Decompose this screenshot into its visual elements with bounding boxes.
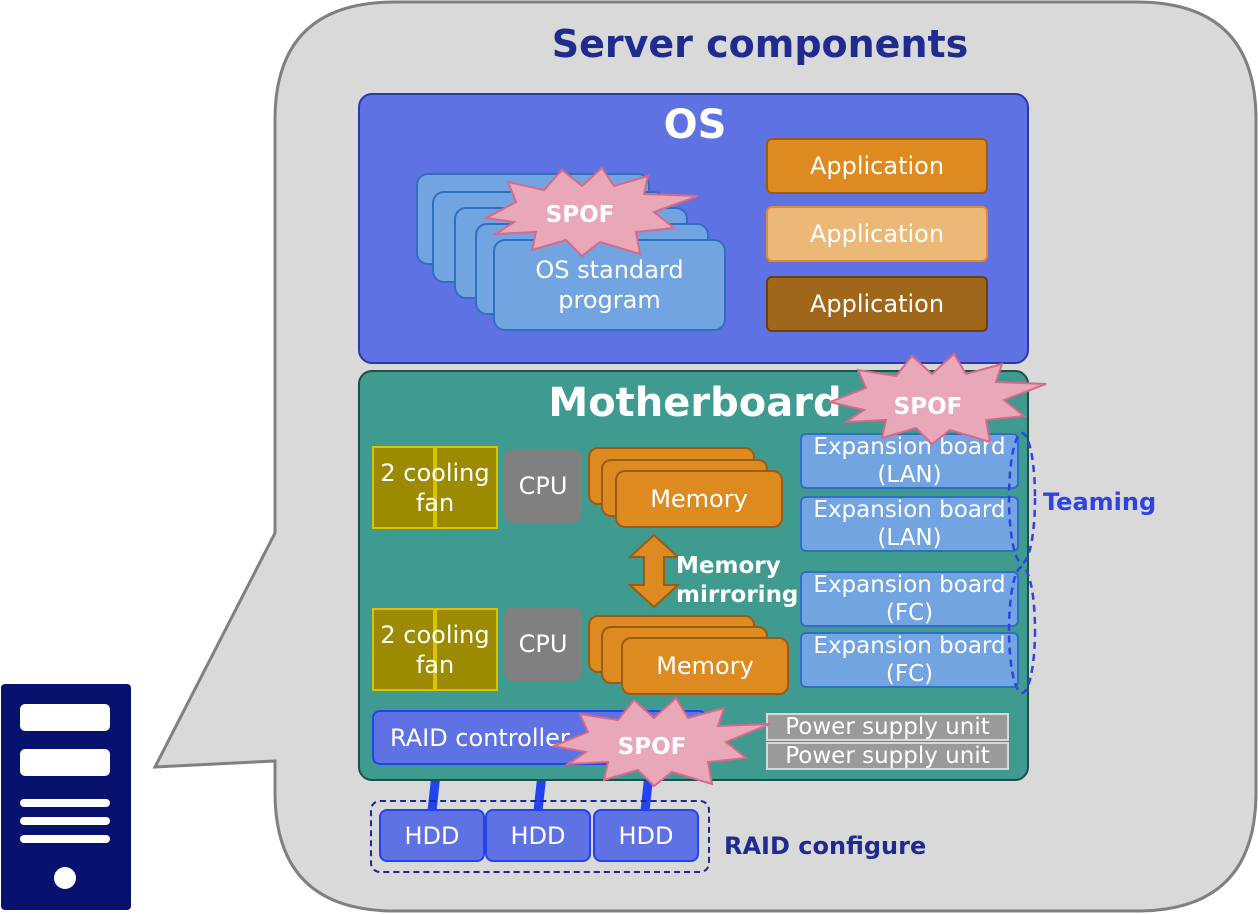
cooling-fan-label: 2 cooling fan (372, 446, 498, 529)
os-label: OS (663, 102, 727, 148)
expansion-board-line1: Expansion board (813, 572, 1006, 598)
spof-label: SPOF (893, 394, 963, 420)
spof-burst-icon (482, 166, 699, 258)
spof-label: SPOF (617, 734, 687, 760)
motherboard-label: Motherboard (548, 380, 842, 426)
spof-burst-icon (550, 696, 771, 788)
hdd-box: HDD (485, 809, 591, 862)
application-box: Application (766, 276, 988, 332)
memory-mirroring-arrow-icon (628, 533, 680, 609)
raid-group-outline (370, 800, 710, 873)
raid-configure-label: RAID configure (724, 832, 927, 860)
expansion-board-fc: Expansion board (FC) (800, 571, 1019, 627)
expansion-board-line2: (FC) (885, 661, 934, 687)
expansion-board-line2: (FC) (885, 600, 934, 626)
cooling-fan-line1: 2 cooling (380, 458, 490, 487)
hdd-box: HDD (379, 809, 485, 862)
cooling-fan-unit (435, 446, 498, 529)
os-standard-program: OS standard program (493, 239, 726, 331)
expansion-board-line2: (LAN) (877, 462, 942, 488)
teaming-brackets (1007, 431, 1037, 695)
spof-burst-icon (826, 352, 1047, 446)
spof-label: SPOF (545, 202, 615, 228)
cooling-fan-label: 2 cooling fan (372, 608, 498, 691)
memory-box: Memory (615, 470, 783, 528)
cooling-fan-line1: 2 cooling (380, 620, 490, 649)
cpu-box: CPU (504, 607, 582, 681)
power-supply-unit: Power supply unit (766, 713, 1009, 741)
power-supply-unit: Power supply unit (766, 742, 1009, 770)
hdd-box: HDD (593, 809, 699, 862)
os-standard-program-line2: program (558, 286, 661, 314)
application-box: Application (766, 206, 988, 262)
cooling-fan-unit (372, 608, 435, 691)
memory-mirroring-line2: mirroring (676, 582, 799, 608)
application-box: Application (766, 138, 988, 194)
expansion-board-line2: (LAN) (877, 525, 942, 551)
memory-box: Memory (621, 637, 789, 695)
cooling-fan-unit (435, 608, 498, 691)
memory-mirroring-label: Memory mirroring (676, 552, 798, 610)
expansion-board-lan: Expansion board (LAN) (800, 496, 1019, 552)
expansion-board-line1: Expansion board (813, 497, 1006, 523)
diagram-title: Server components (551, 22, 969, 66)
teaming-label: Teaming (1043, 488, 1157, 516)
server-icon (1, 684, 131, 910)
cooling-fan-line2: fan (415, 488, 455, 517)
cooling-fan-line2: fan (415, 650, 455, 679)
cooling-fan-unit (372, 446, 435, 529)
cpu-box: CPU (504, 449, 582, 523)
expansion-board-line1: Expansion board (813, 633, 1006, 659)
expansion-board-lan: Expansion board (LAN) (800, 433, 1019, 489)
os-standard-program-line1: OS standard (535, 256, 684, 284)
memory-mirroring-line1: Memory (676, 553, 781, 579)
expansion-board-line1: Expansion board (813, 434, 1006, 460)
expansion-board-fc: Expansion board (FC) (800, 632, 1019, 688)
